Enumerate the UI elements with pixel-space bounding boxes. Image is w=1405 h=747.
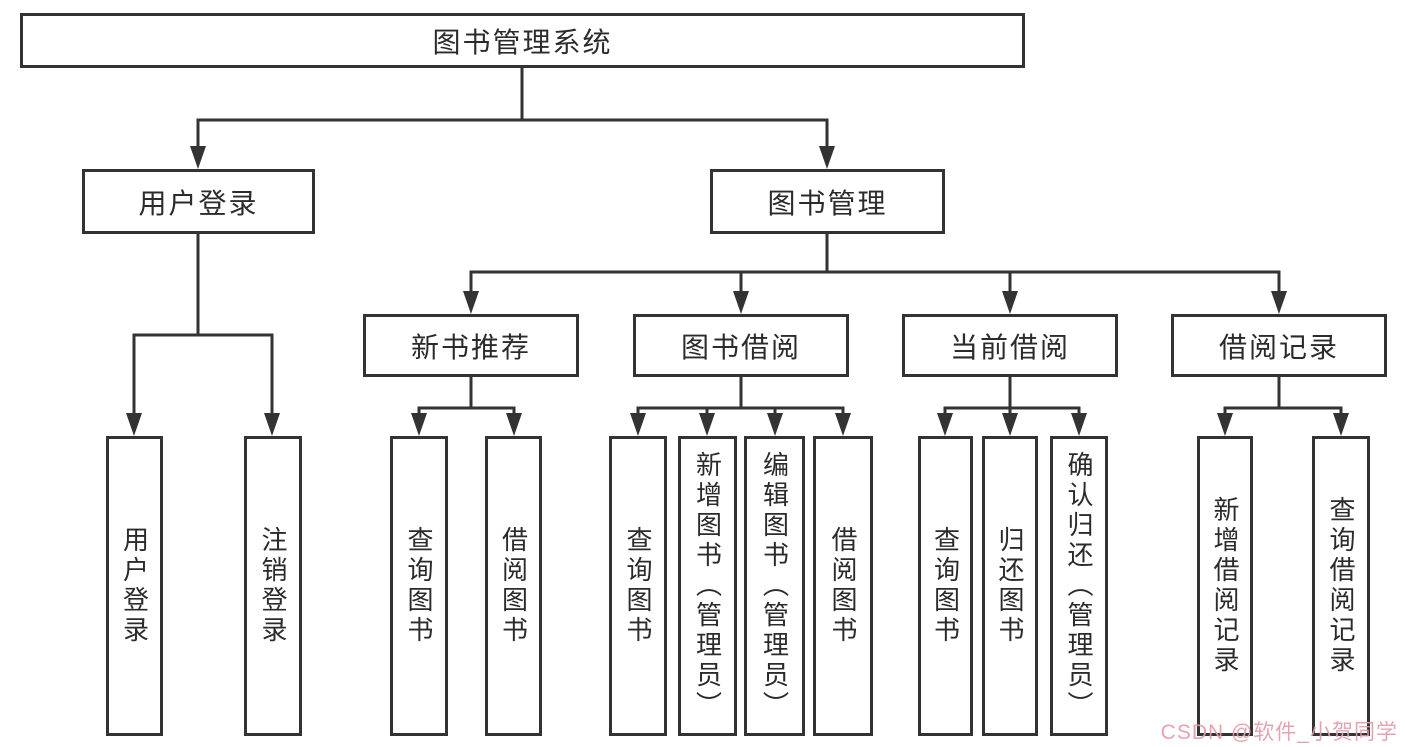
leaf-query-books-current: 查询图书 bbox=[918, 436, 973, 736]
node-label: 用户登录 bbox=[138, 187, 259, 219]
leaf-edit-books-admin: 编辑图书（管理员） bbox=[744, 436, 805, 736]
node-label: 注销登录 bbox=[258, 526, 288, 646]
leaf-query-borrow-record: 查询借阅记录 bbox=[1312, 436, 1370, 736]
node-label: 借阅图书 bbox=[828, 526, 858, 646]
leaf-return-books: 归还图书 bbox=[982, 436, 1038, 736]
leaf-user-login: 用户登录 bbox=[106, 436, 163, 736]
node-label: 图书管理 bbox=[767, 187, 888, 219]
node-borrowing-records: 借阅记录 bbox=[1171, 314, 1387, 377]
node-label: 查询借阅记录 bbox=[1326, 496, 1356, 676]
node-label: 新增图书（管理员） bbox=[692, 451, 723, 721]
leaf-confirm-return-admin: 确认归还（管理员） bbox=[1050, 436, 1108, 736]
leaf-add-borrow-record: 新增借阅记录 bbox=[1197, 436, 1253, 736]
node-label: 查询图书 bbox=[623, 526, 653, 646]
node-label: 借阅记录 bbox=[1218, 331, 1339, 363]
node-user-login: 用户登录 bbox=[82, 169, 315, 234]
node-label: 图书借阅 bbox=[680, 331, 801, 363]
leaf-borrow-books-newbooks: 借阅图书 bbox=[485, 436, 542, 736]
csdn-watermark: CSDN @软件_小贺同学 bbox=[1160, 721, 1398, 744]
leaf-borrow-books-borrowing: 借阅图书 bbox=[813, 436, 873, 736]
leaf-logout: 注销登录 bbox=[244, 436, 302, 736]
node-new-book-recommend: 新书推荐 bbox=[363, 314, 579, 377]
node-book-borrowing: 图书借阅 bbox=[633, 314, 849, 377]
node-library-management-system: 图书管理系统 bbox=[20, 13, 1025, 68]
node-label: 查询图书 bbox=[404, 526, 434, 646]
node-label: 用户登录 bbox=[119, 526, 150, 646]
node-label: 新书推荐 bbox=[410, 331, 531, 363]
leaf-query-books-newbooks: 查询图书 bbox=[390, 436, 448, 736]
node-label: 当前借阅 bbox=[949, 331, 1070, 363]
leaf-query-books-borrowing: 查询图书 bbox=[609, 436, 667, 736]
node-label: 归还图书 bbox=[995, 526, 1025, 646]
node-label: 借阅图书 bbox=[498, 526, 529, 646]
node-book-management: 图书管理 bbox=[710, 169, 945, 234]
node-label: 查询图书 bbox=[930, 526, 961, 646]
node-label: 图书管理系统 bbox=[432, 26, 613, 58]
node-label: 确认归还（管理员） bbox=[1064, 451, 1094, 721]
node-label: 编辑图书（管理员） bbox=[759, 451, 790, 721]
node-current-borrowing: 当前借阅 bbox=[902, 314, 1118, 377]
node-label: 新增借阅记录 bbox=[1210, 496, 1240, 676]
leaf-add-books-admin: 新增图书（管理员） bbox=[678, 436, 737, 736]
